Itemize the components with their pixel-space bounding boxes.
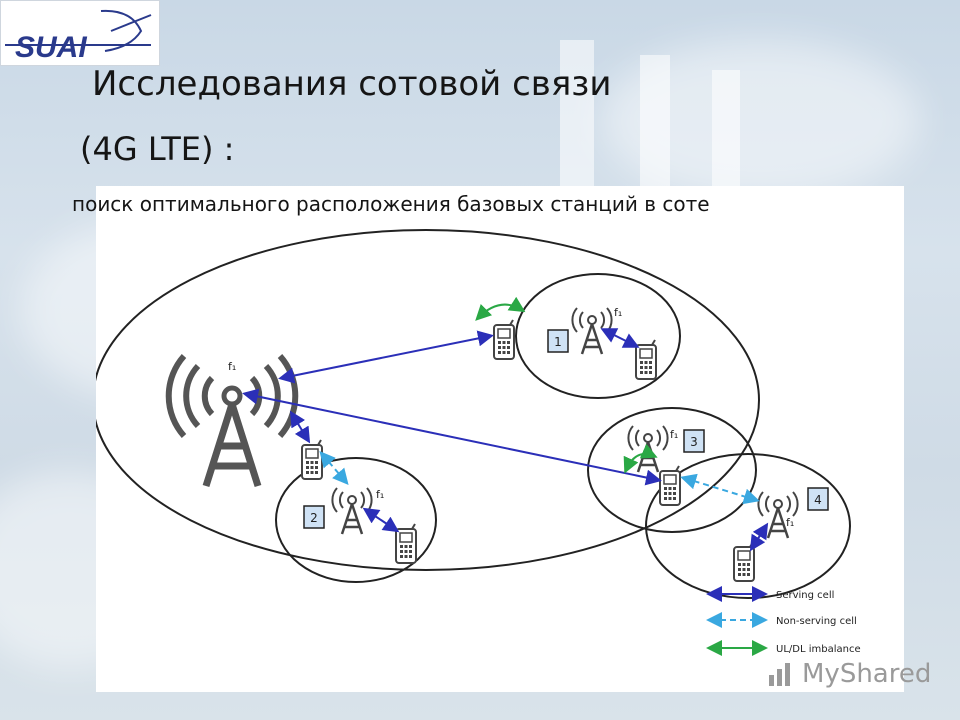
cell-3-freq-label: f₁ — [670, 428, 678, 441]
cell-4-number-box: 4 — [807, 487, 829, 511]
small-cell-3-tower-icon — [627, 424, 669, 474]
macro-freq-label: f₁ — [228, 360, 236, 373]
ul-dl-imbalance-arc — [475, 296, 526, 321]
macro-cell-boundary — [96, 229, 760, 571]
cell-2-freq-label: f₁ — [376, 488, 384, 501]
cell-1-number-box: 1 — [547, 329, 569, 353]
cell-3-number-box: 3 — [683, 429, 705, 453]
network-diagram: f₁ f₁ f₁ f₁ f₁ 1 2 3 4 Serving — [96, 229, 861, 656]
ue-phone-icon — [395, 523, 417, 564]
cell-1-number: 1 — [554, 335, 562, 349]
serving-link — [289, 410, 311, 444]
serving-link — [749, 522, 769, 552]
watermark-chart-icon — [769, 663, 790, 686]
slide-title: Исследования сотовой связи — [92, 64, 612, 104]
background-antenna — [640, 55, 670, 190]
cell-4-number: 4 — [814, 493, 822, 507]
ue-phone-icon — [733, 541, 755, 582]
diagram-legend: Serving cell Non-serving cell UL/DL imba… — [706, 586, 861, 656]
ue-phone-icon — [301, 439, 323, 480]
legend-imbalance-label: UL/DL imbalance — [776, 644, 861, 655]
ue-phone-icon — [659, 465, 681, 506]
serving-link — [278, 330, 494, 384]
macro-base-station-icon — [165, 354, 299, 488]
legend-serving-label: Serving cell — [776, 590, 834, 601]
cell-2-number: 2 — [310, 511, 318, 525]
cell-3-number: 3 — [690, 435, 698, 449]
myshared-watermark: MyShared — [766, 656, 931, 692]
slide-subtitle: (4G LTE) : — [80, 130, 235, 168]
watermark-text: MyShared — [802, 659, 932, 689]
background-antenna — [560, 40, 594, 190]
cell-4-freq-label: f₁ — [786, 516, 794, 529]
logo-text: SUAI — [15, 31, 87, 64]
ue-phone-icon — [635, 339, 657, 380]
non-serving-link — [680, 473, 760, 505]
cell-1-freq-label: f₁ — [614, 306, 622, 319]
ue-phone-icon — [493, 319, 515, 360]
non-serving-link — [319, 450, 349, 486]
diagram-caption: поиск оптимального расположения базовых … — [72, 192, 710, 216]
small-cell-4-tower-icon — [757, 490, 799, 540]
suai-logo: SUAI — [0, 0, 160, 66]
serving-link — [242, 388, 662, 486]
ul-dl-imbalance-arc — [623, 443, 658, 474]
serving-link — [600, 328, 640, 348]
cell-2-number-box: 2 — [303, 505, 325, 529]
serving-link — [362, 507, 400, 533]
legend-non-serving-label: Non-serving cell — [776, 616, 857, 627]
background-antenna — [712, 70, 740, 190]
